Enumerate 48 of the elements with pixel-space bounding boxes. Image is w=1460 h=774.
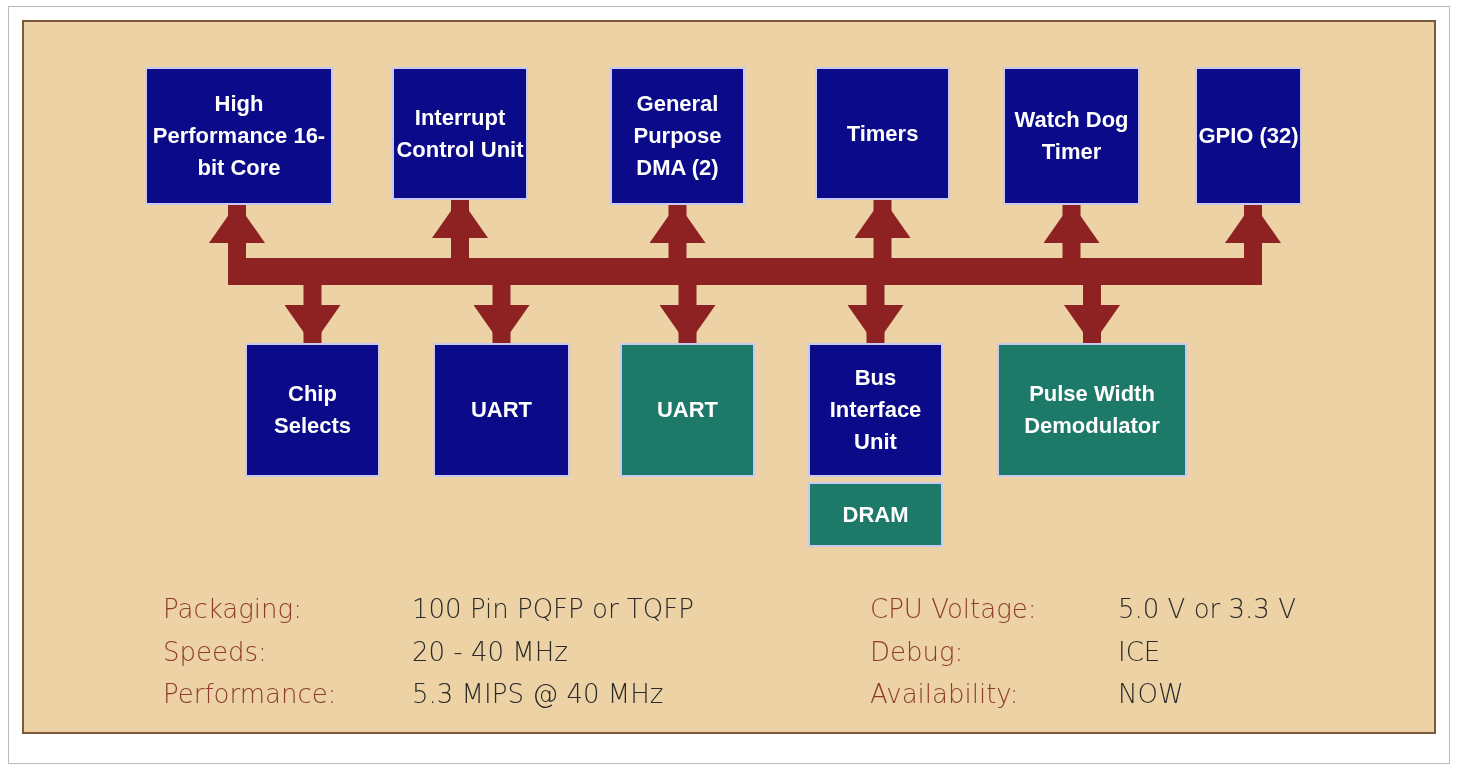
block-box: [808, 343, 943, 477]
block-label: DRAM: [842, 500, 909, 529]
bus-arrow: [432, 198, 488, 258]
block-label: GPIO (32): [1198, 122, 1299, 150]
bus-bar: [228, 258, 1262, 285]
spec-value: 20 - 40 MHz: [412, 637, 568, 667]
spec-name: CPU Voltage:: [870, 594, 1037, 624]
block-box: [145, 67, 333, 205]
spec-name: Packaging:: [163, 594, 302, 624]
bus-arrow: [284, 285, 341, 345]
block-box: [1003, 67, 1140, 205]
spec-name: Debug:: [870, 637, 964, 667]
block-box: [245, 343, 380, 477]
block-box: [433, 343, 570, 477]
block-label: UART: [656, 396, 719, 424]
block-label: Timers: [846, 119, 919, 148]
block-label: Chip Selects: [272, 380, 353, 440]
block-label: High Performance 16-bit Core: [151, 90, 327, 182]
block-label: Interrupt Control Unit: [395, 103, 525, 164]
block-label: Pulse Width Demodulator: [1023, 380, 1161, 440]
bus-arrow: [1225, 203, 1281, 258]
block-box: [610, 67, 745, 205]
block-label: Bus Interface Unit: [828, 364, 923, 456]
bus-arrow: [854, 198, 911, 258]
bus-arrow: [659, 285, 716, 345]
spec-name: Availability:: [870, 679, 1019, 709]
spec-value: 100 Pin PQFP or TQFP: [412, 594, 694, 624]
block-box: [815, 67, 950, 200]
spec-value: ICE: [1118, 637, 1161, 667]
block-box: [808, 482, 943, 547]
block-box: [1195, 67, 1302, 205]
bus-arrow: [1064, 285, 1120, 345]
block-label: General Purpose DMA (2): [632, 90, 723, 182]
spec-value: NOW: [1118, 679, 1184, 709]
spec-value: 5.3 MIPS @ 40 MHz: [412, 679, 664, 709]
block-box: [997, 343, 1187, 477]
block-box: [392, 67, 528, 200]
bus-arrow: [847, 285, 904, 345]
bus-arrow: [649, 203, 706, 258]
bus-arrow: [1043, 203, 1100, 258]
block-label: UART: [470, 396, 533, 424]
spec-value: 5.0 V or 3.3 V: [1118, 594, 1296, 624]
spec-name: Speeds:: [163, 637, 267, 667]
bus-arrow: [473, 285, 530, 345]
block-box: [620, 343, 755, 477]
bus-arrow: [209, 203, 265, 258]
spec-name: Performance:: [163, 679, 337, 709]
block-label: Watch Dog Timer: [1013, 106, 1130, 166]
